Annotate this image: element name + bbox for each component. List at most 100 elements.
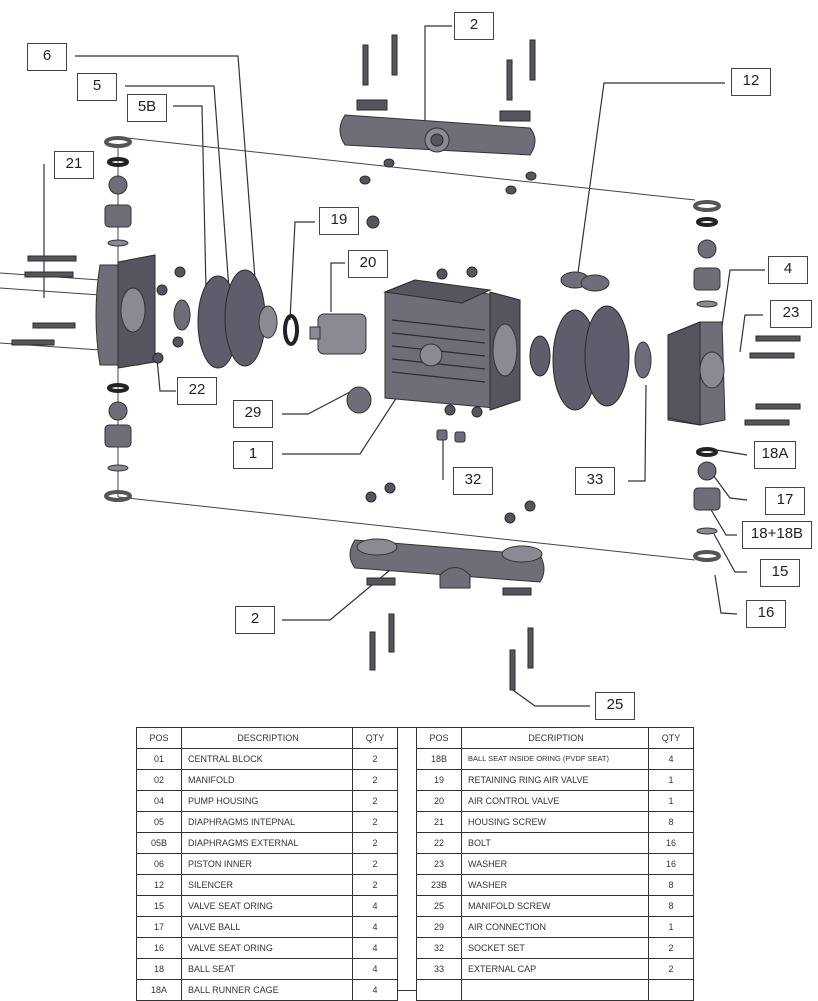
manifold-bottom bbox=[349, 482, 545, 691]
cell-qty: 1 bbox=[648, 916, 694, 938]
left-valve-stack bbox=[104, 136, 132, 502]
callout-33: 33 bbox=[575, 467, 615, 495]
callout-18-18b: 18+18B bbox=[742, 521, 812, 549]
cell-description: PISTON INNER bbox=[181, 853, 353, 875]
cell-qty: 2 bbox=[352, 853, 398, 875]
cell-qty bbox=[648, 979, 694, 1001]
cell-pos: 12 bbox=[136, 874, 182, 896]
cell-description: WASHER bbox=[461, 853, 649, 875]
cell-description: SOCKET SET bbox=[461, 937, 649, 959]
cell-pos: 29 bbox=[416, 916, 462, 938]
header-qty: QTY bbox=[648, 727, 694, 749]
exploded-view-diagram bbox=[0, 25, 801, 707]
cell-pos: 21 bbox=[416, 811, 462, 833]
manifold-top bbox=[339, 34, 537, 195]
cell-qty: 4 bbox=[648, 748, 694, 770]
cell-description: EXTERNAL CAP bbox=[461, 958, 649, 980]
cell-qty: 1 bbox=[648, 769, 694, 791]
cell-qty: 1 bbox=[648, 790, 694, 812]
callout-19: 19 bbox=[319, 207, 359, 235]
cell-description: BOLT bbox=[461, 832, 649, 854]
cell-pos: 02 bbox=[136, 769, 182, 791]
cell-pos: 18A bbox=[136, 979, 182, 1001]
cell-pos: 18B bbox=[416, 748, 462, 770]
cell-pos: 05B bbox=[136, 832, 182, 854]
diaphragms-left bbox=[197, 269, 278, 369]
header-description: DESCRIPTION bbox=[181, 727, 353, 749]
callout-17: 17 bbox=[765, 487, 805, 515]
cell-qty: 16 bbox=[648, 853, 694, 875]
cell-description: SILENCER bbox=[181, 874, 353, 896]
cell-pos: 22 bbox=[416, 832, 462, 854]
cell-pos: 25 bbox=[416, 895, 462, 917]
cell-qty: 4 bbox=[352, 895, 398, 917]
cell-qty: 2 bbox=[352, 748, 398, 770]
cell-pos: 32 bbox=[416, 937, 462, 959]
callout-4: 4 bbox=[768, 256, 808, 284]
cell-description: BALL SEAT INSIDE ORING (PVDF SEAT) bbox=[461, 748, 649, 770]
cell-pos: 20 bbox=[416, 790, 462, 812]
callout-5b: 5B bbox=[127, 94, 167, 122]
callout-23: 23 bbox=[770, 300, 812, 328]
callout-21: 21 bbox=[54, 151, 94, 179]
pump-housing-right bbox=[667, 321, 801, 426]
diaphragms-right bbox=[529, 305, 652, 411]
cell-description: VALVE BALL bbox=[181, 916, 353, 938]
cell-qty: 2 bbox=[352, 874, 398, 896]
cell-pos: 01 bbox=[136, 748, 182, 770]
cell-qty: 2 bbox=[352, 790, 398, 812]
cell-qty: 2 bbox=[648, 937, 694, 959]
cell-description: WASHER bbox=[461, 874, 649, 896]
callout-2-bottom: 2 bbox=[235, 606, 275, 634]
cell-description: AIR CONNECTION bbox=[461, 916, 649, 938]
cell-description: MANIFOLD bbox=[181, 769, 353, 791]
cell-pos: 18 bbox=[136, 958, 182, 980]
callout-2-top: 2 bbox=[454, 12, 494, 40]
table-header-row: POS DESCRIPTION QTY bbox=[136, 727, 398, 749]
pump-housing-left bbox=[11, 254, 191, 369]
cell-pos: 17 bbox=[136, 916, 182, 938]
cell-qty: 8 bbox=[648, 874, 694, 896]
cell-pos: 16 bbox=[136, 937, 182, 959]
callout-6: 6 bbox=[27, 43, 67, 71]
cell-qty: 2 bbox=[352, 832, 398, 854]
cell-qty: 4 bbox=[352, 916, 398, 938]
cell-description: DIAPHRAGMS INTEPNAL bbox=[181, 811, 353, 833]
cell-description: MANIFOLD SCREW bbox=[461, 895, 649, 917]
callout-32: 32 bbox=[453, 467, 493, 495]
central-block bbox=[383, 266, 521, 443]
cell-pos: 23 bbox=[416, 853, 462, 875]
header-description: DECRIPTION bbox=[461, 727, 649, 749]
cell-description: HOUSING SCREW bbox=[461, 811, 649, 833]
callout-22: 22 bbox=[177, 377, 217, 405]
cell-pos: 19 bbox=[416, 769, 462, 791]
callout-5: 5 bbox=[77, 73, 117, 101]
table-header-row: POS DECRIPTION QTY bbox=[416, 727, 694, 749]
silencers bbox=[560, 271, 610, 292]
table-row bbox=[416, 979, 694, 1001]
callout-12: 12 bbox=[731, 68, 771, 96]
cell-description: AIR CONTROL VALVE bbox=[461, 790, 649, 812]
